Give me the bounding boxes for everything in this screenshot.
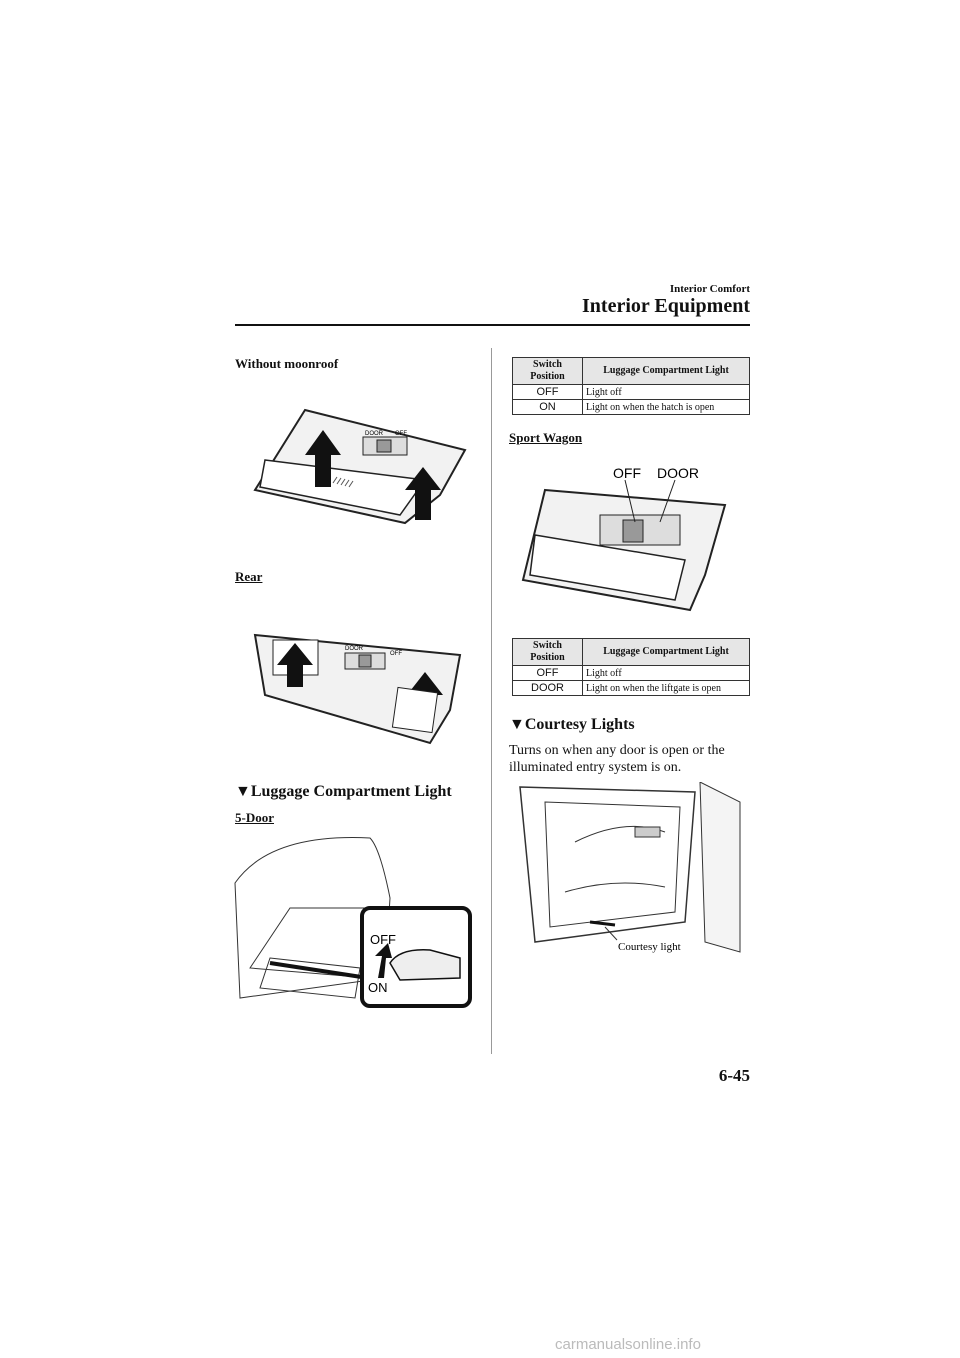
switch-table-liftgate: Switch Position Luggage Compartment Ligh…: [512, 638, 750, 696]
door-mark: DOOR: [365, 431, 384, 437]
switch-table-hatch: Switch Position Luggage Compartment Ligh…: [512, 357, 750, 415]
table-header-position: Switch Position: [512, 357, 583, 385]
five-door-luggage-figure: OFF ON: [234, 837, 472, 1008]
without-moonroof-label: Without moonroof: [235, 356, 339, 371]
on-callout: ON: [368, 980, 388, 995]
description-cell: Light on when the hatch is open: [582, 399, 750, 415]
switch-position-cell: ON: [512, 399, 583, 415]
section-label: Interior Comfort: [669, 283, 750, 295]
five-door-label: 5-Door: [235, 810, 274, 825]
description-cell: Light on when the liftgate is open: [582, 680, 750, 696]
description-cell: Light off: [582, 665, 750, 681]
sport-wagon-label: Sport Wagon: [509, 430, 583, 445]
courtesy-light-figure: Courtesy light: [519, 782, 741, 953]
overhead-light-front-figure: DOOR OFF: [253, 408, 467, 525]
column-divider: [491, 348, 492, 1054]
off-mark-rear: OFF: [390, 651, 402, 657]
page-title: Interior Equipment: [582, 295, 750, 317]
door-mark-rear: DOOR: [345, 646, 364, 652]
triangle-marker-icon: ▼: [235, 783, 251, 800]
table-header-light: Luggage Compartment Light: [582, 357, 750, 385]
switch-position-cell: OFF: [512, 384, 583, 400]
switch-position-cell: OFF: [512, 665, 583, 681]
table-row: DOOR Light on when the liftgate is open: [512, 680, 750, 696]
luggage-heading: ▼Luggage Compartment Light: [235, 783, 452, 800]
off-callout-wagon: OFF: [613, 465, 641, 481]
table-row: OFF Light off: [512, 665, 750, 681]
courtesy-light-callout: Courtesy light: [618, 941, 681, 953]
header-rule: [235, 324, 750, 326]
switch-position-cell: DOOR: [512, 680, 583, 696]
rear-label: Rear: [235, 569, 263, 584]
table-header-position: Switch Position: [512, 638, 583, 666]
off-callout: OFF: [370, 932, 396, 947]
triangle-marker-icon: ▼: [509, 716, 525, 733]
off-mark: OFF: [395, 431, 407, 437]
courtesy-heading: ▼Courtesy Lights: [509, 716, 635, 733]
watermark: carmanualsonline.info: [555, 1336, 701, 1353]
page-number: 6-45: [718, 1066, 750, 1085]
door-callout-wagon: DOOR: [657, 465, 699, 481]
table-row: OFF Light off: [512, 384, 750, 400]
overhead-light-rear-figure: DOOR OFF: [253, 633, 462, 745]
sport-wagon-light-figure: OFF DOOR: [521, 465, 727, 612]
table-row: ON Light on when the hatch is open: [512, 399, 750, 415]
courtesy-description: Turns on when any door is open or the il…: [509, 743, 725, 775]
table-header-light: Luggage Compartment Light: [582, 638, 750, 666]
description-cell: Light off: [582, 384, 750, 400]
